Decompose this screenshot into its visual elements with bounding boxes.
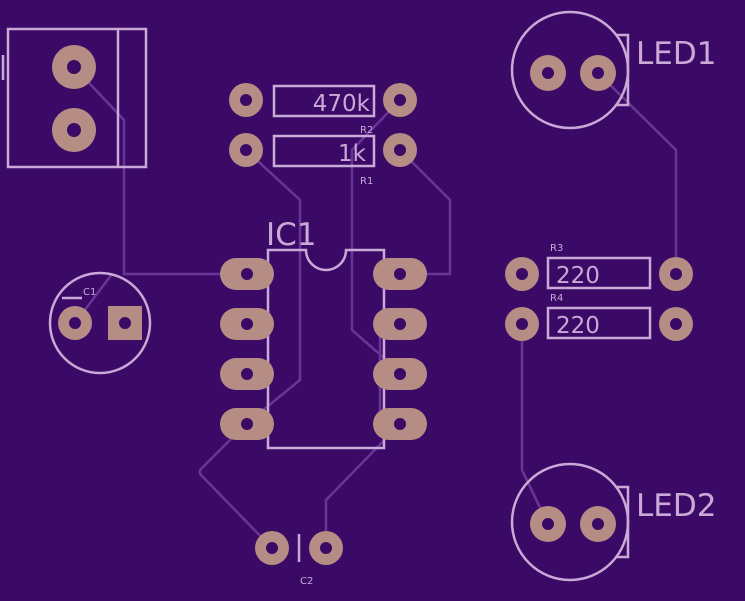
resistor-r1: 1k R1 bbox=[229, 133, 417, 187]
ic1-designator: IC1 bbox=[266, 217, 317, 253]
r4-body bbox=[546, 306, 652, 340]
trace-led1-to-r3 bbox=[597, 72, 678, 272]
r3-hole-right bbox=[670, 268, 682, 280]
resistor-r2: 470k R2 bbox=[229, 83, 417, 136]
led2-designator: LED2 bbox=[636, 488, 716, 524]
ic1-hole-4 bbox=[241, 418, 253, 430]
r2-body bbox=[272, 84, 376, 118]
c1-outline bbox=[48, 271, 152, 375]
connector-hole-2 bbox=[67, 123, 81, 137]
ic1-hole-5 bbox=[394, 418, 406, 430]
connector-outline bbox=[6, 27, 148, 169]
led2-hole-1 bbox=[542, 518, 554, 530]
trace-ic-bottom-left bbox=[198, 423, 273, 549]
r4-hole-left bbox=[516, 318, 528, 330]
led1-hole-1 bbox=[542, 67, 554, 79]
r3-body bbox=[546, 256, 652, 290]
r4-hole-right bbox=[670, 318, 682, 330]
trace-r4-to-led2 bbox=[520, 324, 550, 525]
r4-value: 220 bbox=[556, 313, 600, 339]
led1-designator: LED1 bbox=[636, 36, 716, 72]
r2-value: 470k bbox=[313, 91, 371, 117]
r1-body bbox=[272, 134, 376, 168]
c2-designator: C2 bbox=[300, 576, 313, 587]
r2-hole-left bbox=[240, 94, 252, 106]
ic1-pads-left bbox=[220, 258, 274, 440]
connector-hole-1 bbox=[67, 60, 81, 74]
r1-hole-left bbox=[240, 144, 252, 156]
c2-hole-left bbox=[266, 542, 278, 554]
c1-hole-round bbox=[69, 317, 81, 329]
ic1-hole-8 bbox=[394, 268, 406, 280]
r2-hole-right bbox=[394, 94, 406, 106]
c1-designator: C1 bbox=[83, 287, 96, 298]
led-led1: LED1 bbox=[510, 10, 716, 130]
c1-hole-square bbox=[119, 317, 131, 329]
led2-flat bbox=[616, 485, 630, 559]
r3-hole-left bbox=[516, 268, 528, 280]
ic1-hole-1 bbox=[241, 268, 253, 280]
traces bbox=[73, 66, 678, 549]
r3-designator: R3 bbox=[550, 243, 563, 254]
r3-value: 220 bbox=[556, 263, 600, 289]
led-led2: LED2 bbox=[510, 462, 716, 582]
trace-r1-left-down bbox=[245, 149, 302, 425]
r4-designator: R4 bbox=[550, 293, 563, 304]
trace-r2-right-down bbox=[350, 99, 401, 373]
ic1-pads-right bbox=[373, 258, 427, 440]
ic1-hole-7 bbox=[394, 318, 406, 330]
r1-value: 1k bbox=[338, 141, 367, 167]
capacitor-c2: C2 bbox=[255, 531, 343, 587]
ic1-outline bbox=[266, 248, 386, 450]
ic1-hole-6 bbox=[394, 368, 406, 380]
ic1: IC1 bbox=[220, 217, 427, 450]
c2-hole-right bbox=[320, 542, 332, 554]
led1-flat bbox=[616, 33, 630, 107]
r1-designator: R1 bbox=[360, 176, 373, 187]
connector-j1 bbox=[1, 27, 148, 169]
ic1-hole-3 bbox=[241, 368, 253, 380]
r1-hole-right bbox=[394, 144, 406, 156]
capacitor-c1: C1 bbox=[48, 271, 152, 375]
led1-hole-2 bbox=[592, 67, 604, 79]
r2-designator: R2 bbox=[360, 125, 373, 136]
ic1-hole-2 bbox=[241, 318, 253, 330]
resistor-r4: 220 R4 bbox=[505, 293, 693, 341]
resistor-r3: 220 R3 bbox=[505, 243, 693, 291]
led2-hole-2 bbox=[592, 518, 604, 530]
trace-connector-to-ic bbox=[73, 66, 246, 276]
